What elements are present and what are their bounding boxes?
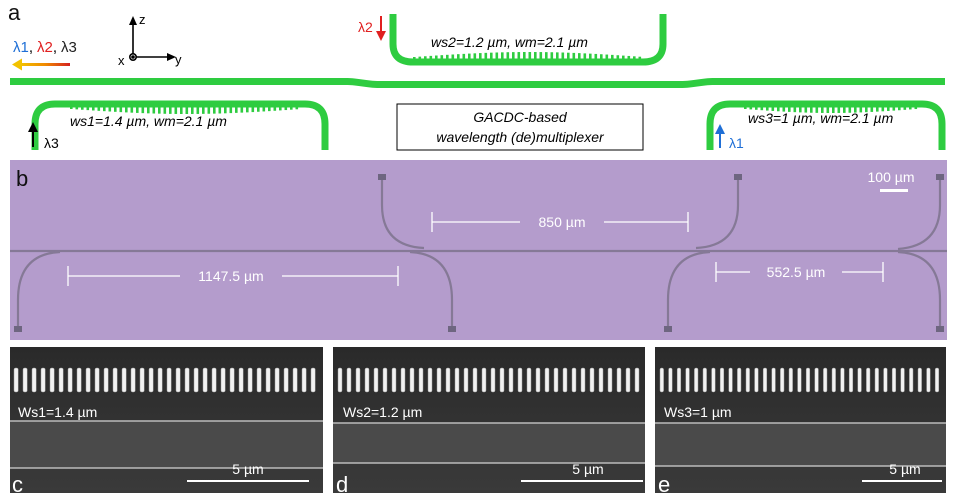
- device-waveguides: [10, 178, 947, 328]
- coupler1-input-arrow: [28, 122, 38, 147]
- svg-text:λ1,λ2,λ3: λ1,λ2,λ3: [13, 39, 77, 56]
- axis-z-label: z: [139, 12, 146, 27]
- sem-scale-bar: [521, 480, 643, 482]
- sem-scale-label: 5 µm: [889, 461, 920, 477]
- coupler1-parameters: ws1=1.4 µm, wm=2.1 µm: [70, 113, 227, 129]
- description-box: [396, 103, 644, 151]
- sem-panel-d: Ws2=1.2 µm 5 µm d: [333, 347, 645, 497]
- coupler2-port-label: λ2: [358, 19, 373, 35]
- distance-label-2: 850 µm: [539, 214, 586, 230]
- axis-y-label: y: [175, 52, 182, 67]
- wavelength-legend: λ1,λ2,λ3: [12, 39, 77, 71]
- scale-bar: [880, 189, 908, 192]
- sem-scale-label: 5 µm: [572, 461, 603, 477]
- coupler3-grating: [744, 107, 918, 113]
- sem-panel-letter: d: [336, 472, 348, 493]
- panel-a-letter: a: [8, 0, 21, 25]
- sem-panel-letter: e: [658, 472, 670, 493]
- sem-scale-bar: [862, 480, 942, 482]
- coupler1-grating: [70, 107, 299, 114]
- legend-lambda3: λ3: [61, 39, 77, 56]
- sem-panel-c: Ws1=1.4 µm 5 µm c: [10, 347, 323, 497]
- sem-scale-bar: [187, 480, 309, 482]
- sem-grating-teeth: [13, 367, 316, 393]
- coupler2-grating: [413, 52, 642, 59]
- legend-gradient-arrow: [20, 63, 70, 66]
- legend-lambda1: λ1: [13, 39, 29, 56]
- sem-grating-teeth: [337, 367, 640, 393]
- sem-width-label: Ws2=1.2 µm: [343, 404, 422, 420]
- description-line2: wavelength (de)multiplexer: [436, 129, 605, 145]
- coordinate-axes: [129, 16, 176, 61]
- bus-waveguide: [10, 78, 945, 88]
- coupler1-port-label: λ3: [44, 135, 59, 151]
- sem-panel-e: Ws3=1 µm 5 µm e: [655, 347, 946, 497]
- coupler1-waveguide: [31, 100, 329, 150]
- panel-b-letter: b: [16, 166, 28, 191]
- description-line1: GACDC-based: [473, 109, 568, 125]
- axis-x-label: x: [118, 53, 125, 68]
- coupler2-output-arrow: [376, 16, 386, 41]
- measurement-850: [431, 212, 689, 232]
- sem-scale-label: 5 µm: [232, 461, 263, 477]
- coupler3-parameters: ws3=1 µm, wm=2.1 µm: [748, 110, 894, 126]
- coupler3-port-label: λ1: [729, 135, 744, 151]
- panel-a: a z x y λ1,λ2,λ3 λ3: [8, 0, 946, 151]
- sem-width-label: Ws3=1 µm: [664, 404, 732, 420]
- panel-b: b 1147.5 µm: [10, 160, 947, 340]
- coupler2-waveguide: [389, 14, 667, 66]
- legend-lambda2: λ2: [37, 39, 53, 56]
- measurement-1147: [67, 266, 399, 286]
- grating-couplers: [14, 174, 944, 332]
- sem-width-label: Ws1=1.4 µm: [18, 404, 97, 420]
- scale-bar-label: 100 µm: [868, 169, 915, 185]
- sem-grating-teeth: [659, 367, 940, 393]
- distance-label-3: 552.5 µm: [767, 264, 826, 280]
- measurement-552: [715, 262, 884, 282]
- distance-label-1: 1147.5 µm: [198, 268, 263, 284]
- coupler3-waveguide: [706, 100, 946, 150]
- sem-panel-letter: c: [12, 472, 23, 493]
- coupler2-parameters: ws2=1.2 µm, wm=2.1 µm: [431, 34, 588, 50]
- coupler3-input-arrow: [715, 124, 725, 148]
